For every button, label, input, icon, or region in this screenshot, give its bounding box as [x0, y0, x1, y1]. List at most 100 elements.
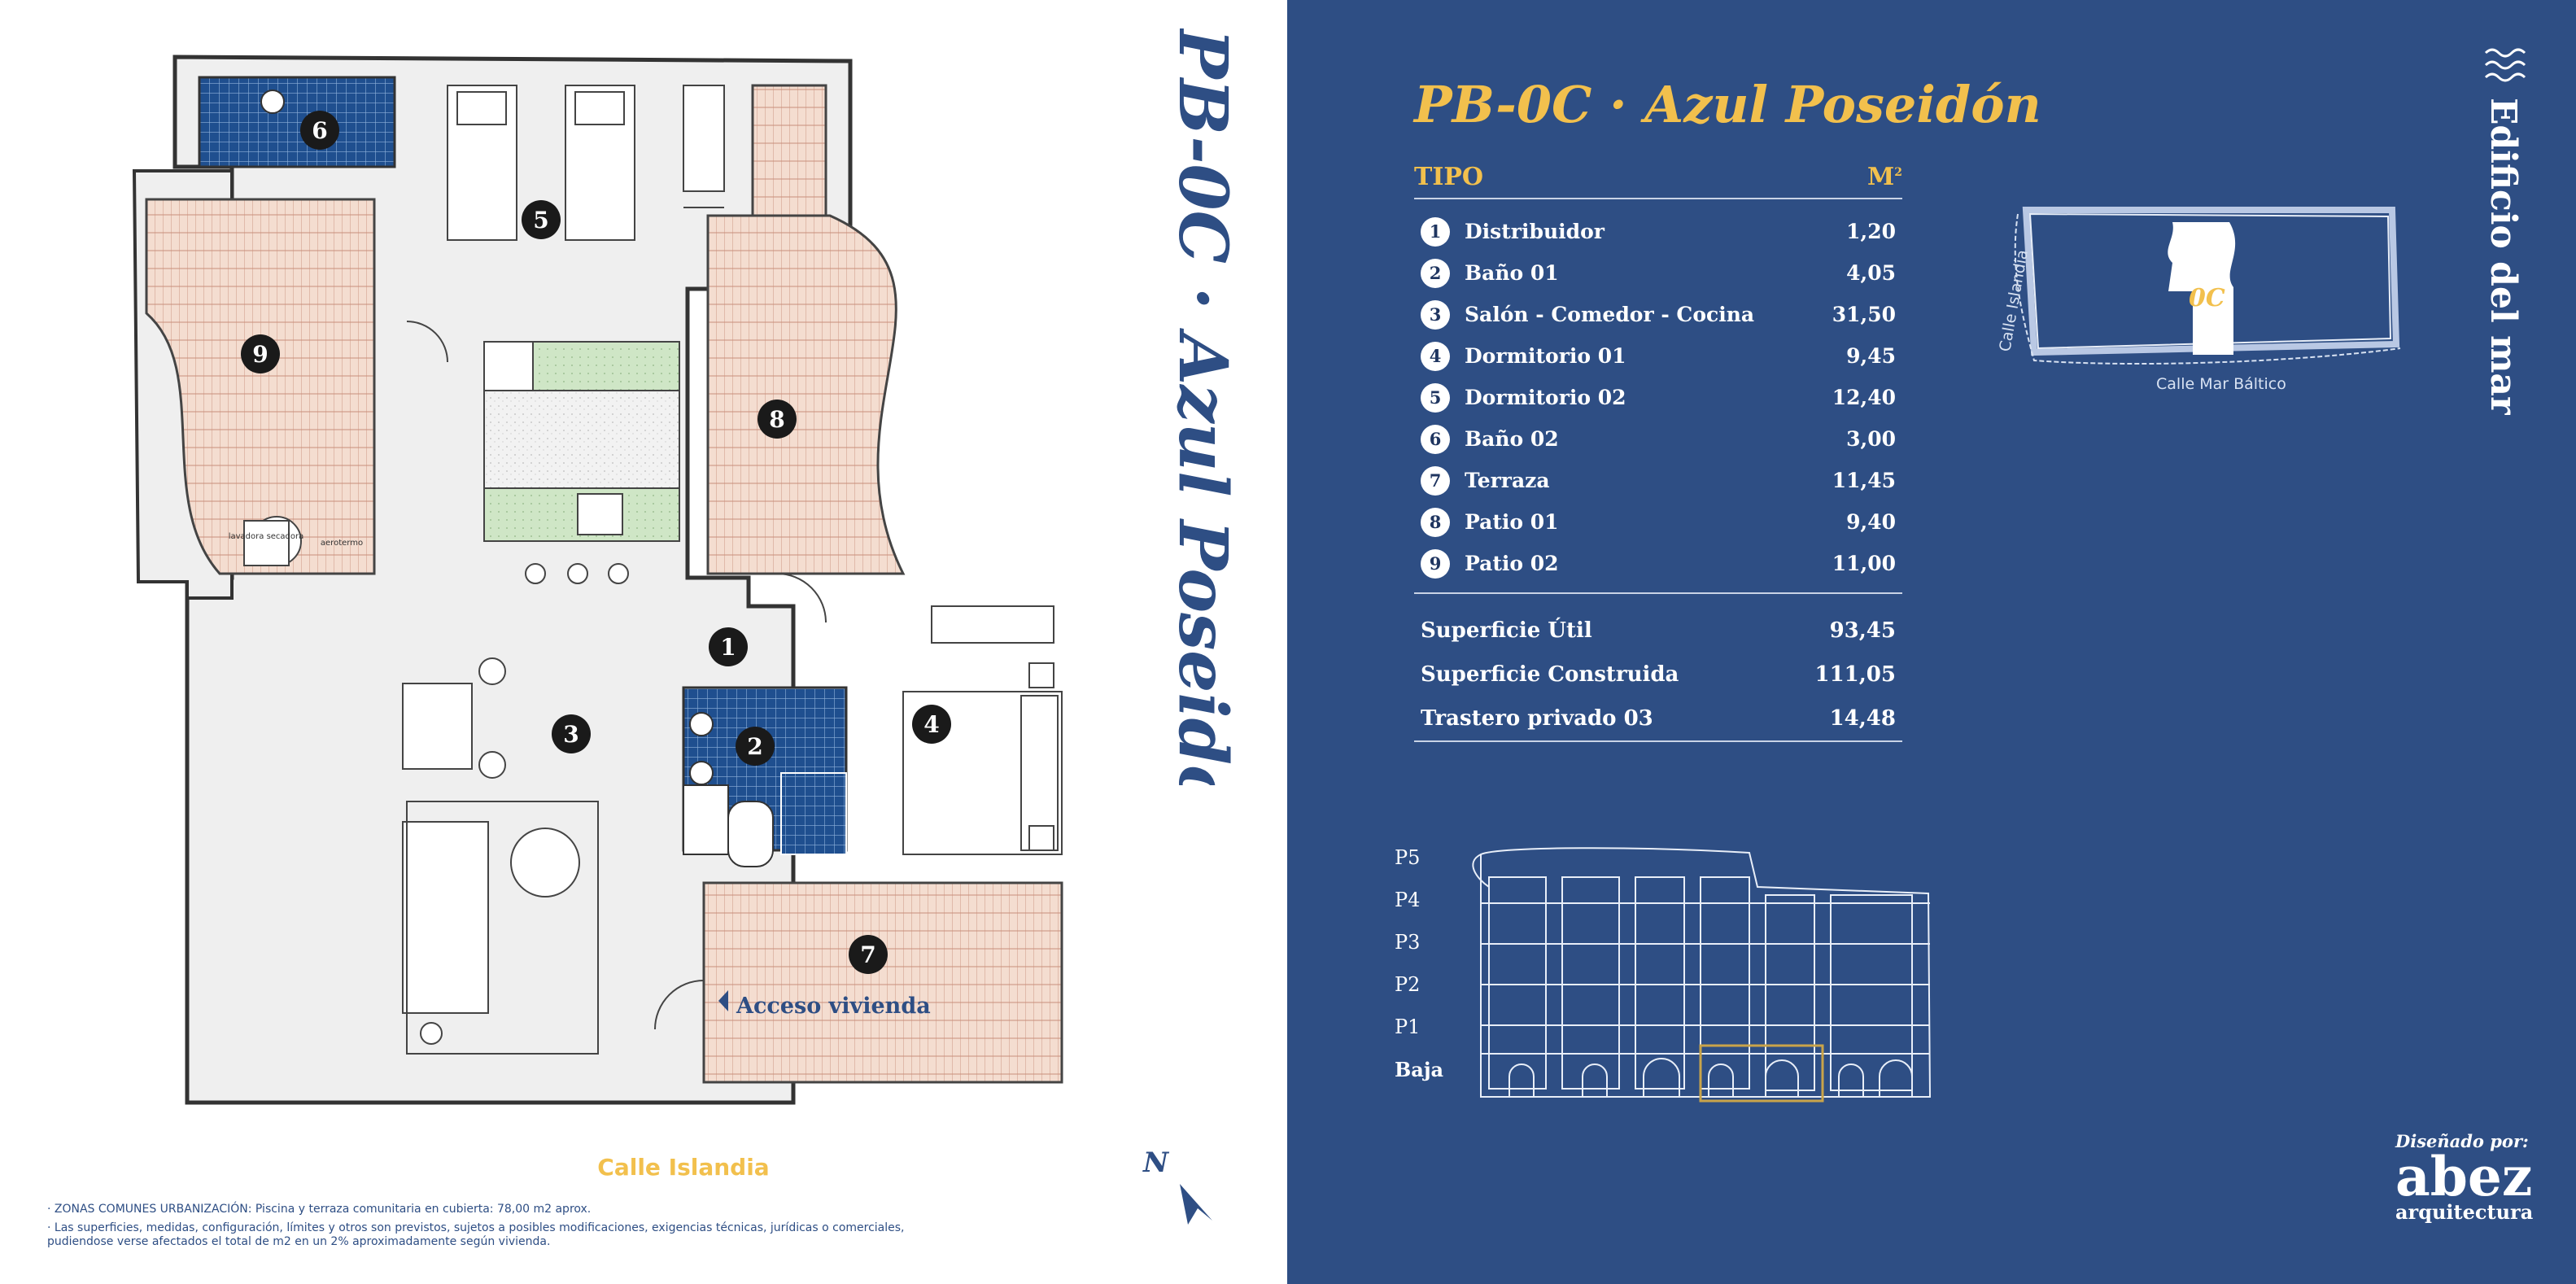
svg-text:1: 1	[720, 634, 736, 661]
room-marker-2: 2	[736, 727, 775, 766]
svg-text:7: 7	[860, 941, 875, 968]
building-elevation	[1472, 847, 1932, 1103]
room-marker-6: 6	[300, 111, 339, 150]
room-marker-4: 4	[912, 705, 951, 744]
appliance-washer-label: lavadora secadora	[229, 532, 304, 541]
room-marker-8: 8	[758, 400, 797, 439]
table-row: 2 Baño 01 4,05	[1414, 252, 1902, 294]
floor-label: P1	[1395, 1015, 1421, 1038]
street-label: Calle Islandia	[597, 1154, 770, 1181]
table-row: 8 Patio 01 9,40	[1414, 501, 1902, 543]
room-name: Patio 01	[1465, 510, 1559, 534]
room-number-badge: 5	[1421, 382, 1450, 413]
svg-text:4: 4	[923, 711, 939, 738]
table-row: 3 Salón - Comedor - Cocina 31,50	[1414, 294, 1902, 335]
room-name: Dormitorio 01	[1465, 344, 1626, 368]
site-street-bottom: Calle Mar Báltico	[2156, 375, 2286, 393]
room-name: Baño 01	[1465, 261, 1559, 285]
room-number-badge: 3	[1421, 299, 1450, 330]
svg-text:Edificio del mar: Edificio del mar	[2482, 98, 2524, 415]
room-area: 4,05	[1846, 261, 1896, 285]
wardrobe-bedroom-02	[683, 85, 725, 192]
floor-label: P5	[1395, 846, 1421, 869]
table-row: 5 Dormitorio 02 12,40	[1414, 377, 1902, 418]
room-name: Salón - Comedor - Cocina	[1465, 303, 1755, 326]
appliance-heatpump-label: aerotermo	[321, 539, 363, 548]
footnote-disclaimer: · Las superficies, medidas, configuració…	[47, 1221, 905, 1248]
room-marker-7: 7	[849, 935, 888, 974]
room-number-badge: 2	[1421, 258, 1450, 288]
waves-icon	[2484, 48, 2526, 82]
patio-01	[706, 214, 906, 575]
site-plan: 0C Calle Islandia Calle Mar Báltico	[1996, 207, 2401, 393]
table-row: 9 Patio 02 11,00	[1414, 543, 1902, 584]
sofa	[402, 821, 489, 1014]
room-number-badge: 7	[1421, 465, 1450, 496]
vertical-unit-title: PB-0C · Azul Poseidón	[1164, 28, 1242, 785]
floor-label: Baja	[1395, 1058, 1444, 1081]
table-bottom-rule	[1414, 740, 1902, 742]
svg-text:N: N	[1142, 1146, 1170, 1179]
room-area: 9,40	[1846, 510, 1896, 534]
page-title: PB-0C · Azul Poseidón	[1414, 75, 2041, 134]
unit-0c-footprint	[2168, 222, 2236, 355]
floor-label: P4	[1395, 889, 1421, 911]
room-name: Dormitorio 02	[1465, 386, 1626, 409]
north-arrow-icon: N	[1142, 1146, 1212, 1225]
floor-label: P2	[1395, 973, 1421, 996]
room-area: 9,45	[1846, 344, 1896, 368]
floors-legend: P5 P4 P3 P2 P1 Baja	[1395, 846, 1443, 1100]
room-marker-3: 3	[552, 714, 591, 753]
room-marker-1: 1	[709, 627, 748, 666]
room-area: 1,20	[1846, 220, 1896, 243]
room-area: 31,50	[1832, 303, 1896, 326]
svg-text:Acceso vivienda: Acceso vivienda	[736, 994, 931, 1019]
access-label: Acceso vivienda	[718, 990, 931, 1019]
floor-label: P3	[1395, 931, 1421, 954]
svg-text:3: 3	[563, 721, 579, 748]
svg-text:6: 6	[312, 117, 327, 144]
svg-text:9: 9	[252, 341, 268, 368]
info-page	[1287, 0, 2576, 1284]
site-unit-code: 0C	[2189, 284, 2225, 312]
architect-logo: abez	[2395, 1145, 2533, 1208]
patio-02	[145, 198, 376, 575]
col-area: M2	[1867, 163, 1902, 191]
room-marker-5: 5	[522, 200, 561, 239]
room-area: 11,00	[1832, 552, 1896, 575]
room-name: Patio 02	[1465, 552, 1559, 575]
designed-by: Diseñado por: abez arquitectura	[2395, 1131, 2533, 1224]
room-number-badge: 4	[1421, 341, 1450, 371]
svg-text:2: 2	[747, 733, 762, 760]
table-divider	[1414, 592, 1902, 594]
room-number-badge: 9	[1421, 548, 1450, 579]
dining-table	[402, 683, 473, 770]
architect-sub: arquitectura	[2395, 1200, 2534, 1224]
footnotes: · ZONAS COMUNES URBANIZACIÓN: Piscina y …	[47, 1203, 910, 1254]
living-area	[406, 801, 599, 1055]
room-number-badge: 8	[1421, 507, 1450, 537]
col-type: TIPO	[1414, 163, 1484, 191]
table-row: 4 Dormitorio 01 9,45	[1414, 335, 1902, 377]
table-header: TIPO M2	[1414, 163, 1902, 199]
vertical-brand: Edificio del mar	[2482, 48, 2526, 415]
floor-plan-page: lavadora secadora aerotermo	[0, 0, 1287, 1284]
room-area: 12,40	[1832, 386, 1896, 409]
unit-highlight	[1699, 1044, 1824, 1103]
room-marker-9: 9	[241, 334, 280, 373]
bathroom-02	[198, 76, 396, 168]
room-name: Terraza	[1465, 469, 1550, 492]
coffee-table	[510, 828, 580, 897]
footnote-common-areas: · ZONAS COMUNES URBANIZACIÓN: Piscina y …	[47, 1203, 592, 1216]
terrace	[702, 881, 1063, 1084]
svg-text:8: 8	[769, 406, 784, 433]
room-name: Distribuidor	[1465, 220, 1605, 243]
